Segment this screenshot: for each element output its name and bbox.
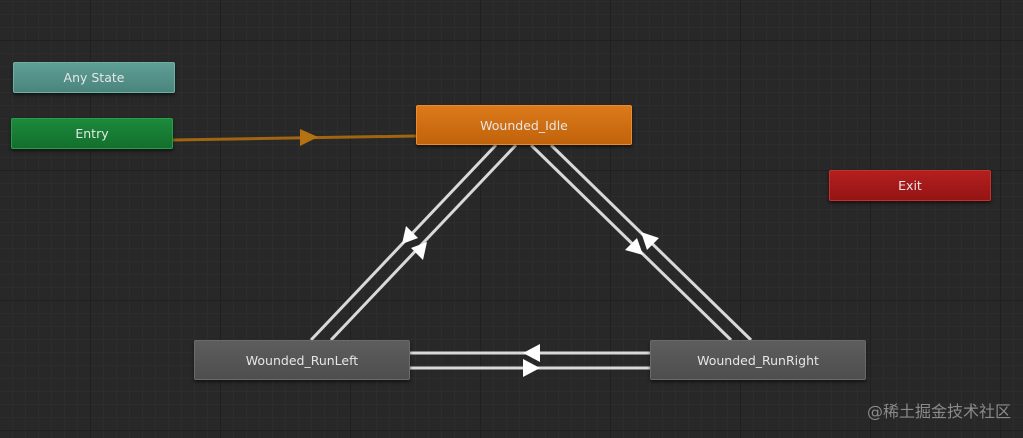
- transition-arrow-entry-to-idle: [300, 129, 318, 146]
- transition-arrow-run-right-to-idle: [641, 232, 659, 250]
- state-entry[interactable]: Entry: [11, 118, 173, 149]
- transition-arrow-run-left-to-run-right: [523, 359, 540, 377]
- state-exit[interactable]: Exit: [829, 170, 991, 201]
- state-label: Exit: [898, 178, 922, 193]
- transition-arrow-idle-to-run-left: [402, 226, 418, 244]
- state-label: Entry: [75, 126, 109, 141]
- transition-arrow-idle-to-run-right: [625, 238, 643, 255]
- transition-arrow-run-right-to-run-left: [523, 344, 540, 362]
- state-label: Wounded_RunRight: [697, 352, 819, 368]
- state-wounded-run-right[interactable]: Wounded_RunRight: [650, 340, 866, 380]
- state-any-state[interactable]: Any State: [13, 62, 175, 93]
- state-label: Any State: [63, 70, 125, 85]
- transition-arrow-run-left-to-idle: [411, 242, 427, 260]
- state-wounded-run-left[interactable]: Wounded_RunLeft: [194, 340, 410, 380]
- state-label: Wounded_RunLeft: [245, 352, 359, 368]
- state-wounded-idle[interactable]: Wounded_Idle: [416, 105, 632, 145]
- transition-run-left-to-idle[interactable]: [329, 143, 518, 342]
- transition-entry-to-idle[interactable]: [172, 134, 417, 142]
- watermark: @稀土掘金技术社区: [866, 402, 1011, 421]
- state-label: Wounded_Idle: [480, 117, 568, 133]
- transition-idle-to-run-right[interactable]: [529, 143, 733, 342]
